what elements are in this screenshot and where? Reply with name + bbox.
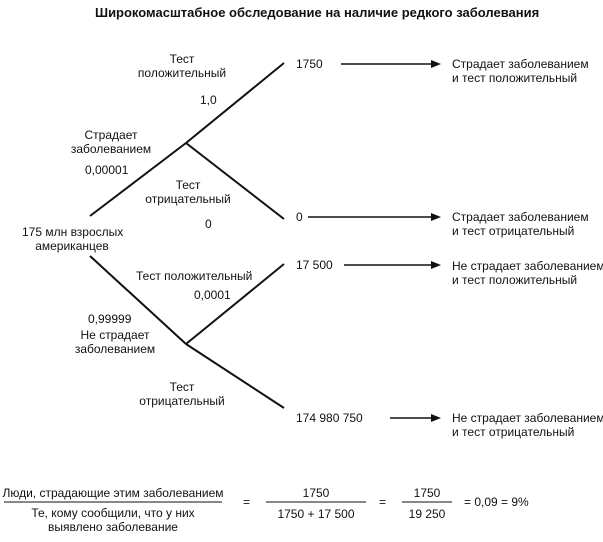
healthy-test-positive-label: Тест положительный — [136, 269, 253, 283]
arrowhead-healthy-positive — [431, 261, 441, 269]
branch-root-to-not-sick — [89, 255, 187, 345]
formula-fraction2-numerator: 1750 — [413, 486, 441, 500]
formula-equals-1: = — [243, 495, 251, 509]
formula-fraction1-numerator: 1750 — [302, 486, 330, 500]
branch-not-sick-to-test-negative — [185, 343, 285, 409]
formula-fraction2-denominator: 19 250 — [408, 507, 446, 521]
healthy-test-negative-outcome: Не страдает заболеванием и тест отрицате… — [452, 411, 603, 439]
formula-denominator-words: Те, кому сообщили, что у них выявлено за… — [31, 506, 195, 534]
sick-test-positive-probability: 1,0 — [200, 93, 217, 107]
diagram-title: Широкомасштабное обследование на наличие… — [95, 5, 540, 20]
healthy-test-positive-probability: 0,0001 — [194, 288, 231, 302]
root-population-label: 175 млн взрослых американцев — [22, 225, 124, 253]
healthy-test-positive-outcome: Не страдает заболеванием и тест положите… — [452, 259, 603, 287]
healthy-test-positive-count: 17 500 — [296, 258, 333, 272]
sick-test-positive-outcome: Страдает заболеванием и тест положительн… — [452, 57, 589, 85]
sick-probability: 0,00001 — [85, 163, 129, 177]
formula-equals-2: = — [379, 495, 387, 509]
branch-sick-to-test-negative — [185, 142, 285, 220]
not-sick-probability: 0,99999 — [88, 312, 132, 326]
arrowhead-sick-positive — [431, 60, 441, 68]
branch-root-to-sick — [89, 142, 187, 217]
arrowhead-sick-negative — [431, 213, 441, 221]
sick-test-negative-probability: 0 — [205, 217, 212, 231]
not-sick-branch-label: Не страдает заболеванием — [74, 328, 156, 356]
sick-test-positive-count: 1750 — [296, 57, 323, 71]
formula-fraction1-denominator: 1750 + 17 500 — [277, 507, 355, 521]
sick-test-negative-label: Тест отрицательный — [145, 178, 231, 206]
formula-numerator-words: Люди, страдающие этим заболеванием — [2, 486, 224, 500]
sick-test-positive-label: Тест положительный — [137, 52, 227, 80]
healthy-test-negative-count: 174 980 750 — [296, 411, 363, 425]
branch-sick-to-test-positive — [185, 62, 285, 144]
branch-not-sick-to-test-positive — [185, 263, 285, 345]
arrowhead-healthy-negative — [431, 414, 441, 422]
sick-branch-label: Страдает заболеванием — [70, 128, 152, 156]
formula-result: = 0,09 = 9% — [464, 495, 529, 509]
sick-test-negative-outcome: Страдает заболеванием и тест отрицательн… — [452, 210, 589, 238]
healthy-test-negative-label: Тест отрицательный — [139, 380, 225, 408]
sick-test-negative-count: 0 — [296, 210, 303, 224]
